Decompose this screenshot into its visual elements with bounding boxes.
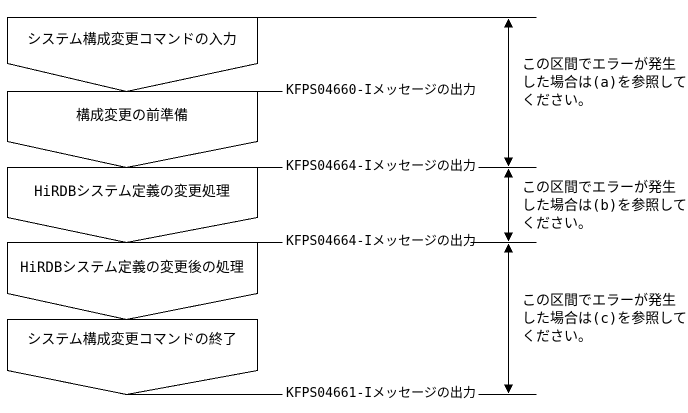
- message-label-kfps04664-2: KFPS04664-Iメッセージの出力: [286, 234, 476, 249]
- arrow-up-icon: [504, 18, 513, 28]
- annotation-line: ください。: [522, 93, 592, 109]
- message-label-kfps04660: KFPS04660-Iメッセージの出力: [286, 83, 476, 98]
- process-box-shape-4: [7, 242, 258, 321]
- process-box-label-4: HiRDBシステム定義の変更後の処理: [20, 260, 244, 276]
- message-label-kfps04664-1: KFPS04664-Iメッセージの出力: [286, 159, 476, 174]
- arrow-down-icon: [504, 157, 513, 167]
- arrow-down-icon: [504, 384, 513, 394]
- annotation-section-a: この区間でエラーが発生 した場合は(a)を参照して ください。: [522, 56, 687, 110]
- annotation-line: した場合は(a)を参照して: [522, 75, 687, 91]
- annotation-line: この区間でエラーが発生: [522, 57, 676, 73]
- diagram-lines: [7, 17, 537, 396]
- arrow-down-icon: [504, 232, 513, 242]
- arrow-up-icon: [504, 243, 513, 253]
- process-box-label-5: システム構成変更コマンドの終了: [27, 332, 237, 348]
- process-box-label-1: システム構成変更コマンドの入力: [27, 32, 237, 48]
- annotation-line: この区間でエラーが発生: [522, 180, 676, 196]
- process-box-shape-1: [7, 17, 258, 93]
- process-box-shape-3: [7, 167, 258, 244]
- arrow-up-icon: [504, 168, 513, 178]
- message-label-kfps04661: KFPS04661-Iメッセージの出力: [286, 386, 476, 401]
- annotation-line: ください。: [522, 216, 592, 232]
- process-box-label-3: HiRDBシステム定義の変更処理: [34, 184, 230, 200]
- annotation-line: した場合は(c)を参照して: [522, 311, 687, 327]
- annotation-line: した場合は(b)を参照して: [522, 198, 687, 214]
- annotation-line: ください。: [522, 329, 592, 345]
- process-box-shape-5: [7, 319, 258, 396]
- arrowheads: [504, 18, 513, 394]
- process-box-label-2: 構成変更の前準備: [76, 108, 188, 124]
- annotation-section-c: この区間でエラーが発生 した場合は(c)を参照して ください。: [522, 292, 687, 346]
- annotation-section-b: この区間でエラーが発生 した場合は(b)を参照して ください。: [522, 179, 687, 233]
- process-box-shape-2: [7, 91, 258, 169]
- annotation-line: この区間でエラーが発生: [522, 293, 676, 309]
